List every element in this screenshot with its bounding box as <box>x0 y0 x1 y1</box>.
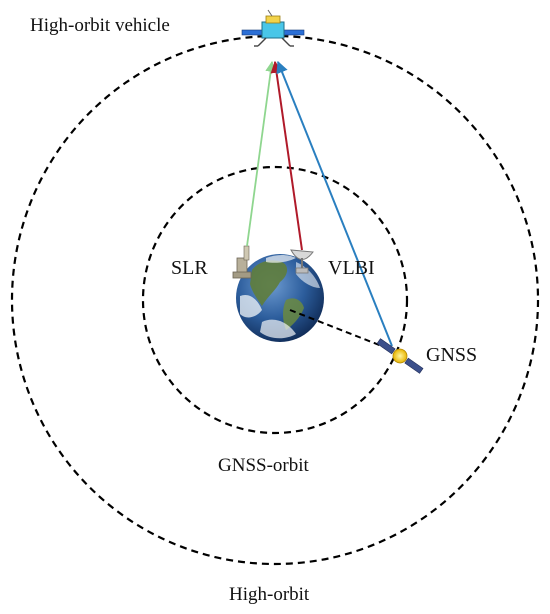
vlbi-label: VLBI <box>328 257 375 279</box>
gnss-satellite-icon <box>376 338 424 374</box>
gnss-label: GNSS <box>426 344 477 366</box>
satellite-icon <box>241 9 305 47</box>
high-orbit-vehicle-label: High-orbit vehicle <box>30 15 170 36</box>
slr-link <box>246 60 277 247</box>
earth-icon <box>236 254 324 342</box>
gnss-ground-link <box>289 309 393 351</box>
slr-label: SLR <box>171 257 208 279</box>
laser-station-icon <box>232 245 252 279</box>
radio-dish-icon <box>290 249 314 274</box>
gnss-orbit-label: GNSS-orbit <box>218 455 310 476</box>
vlbi-link <box>270 60 303 251</box>
gnss-link <box>276 60 393 347</box>
gnss-orbit-ring <box>141 165 409 435</box>
high-orbit-label: High-orbit <box>229 584 310 605</box>
